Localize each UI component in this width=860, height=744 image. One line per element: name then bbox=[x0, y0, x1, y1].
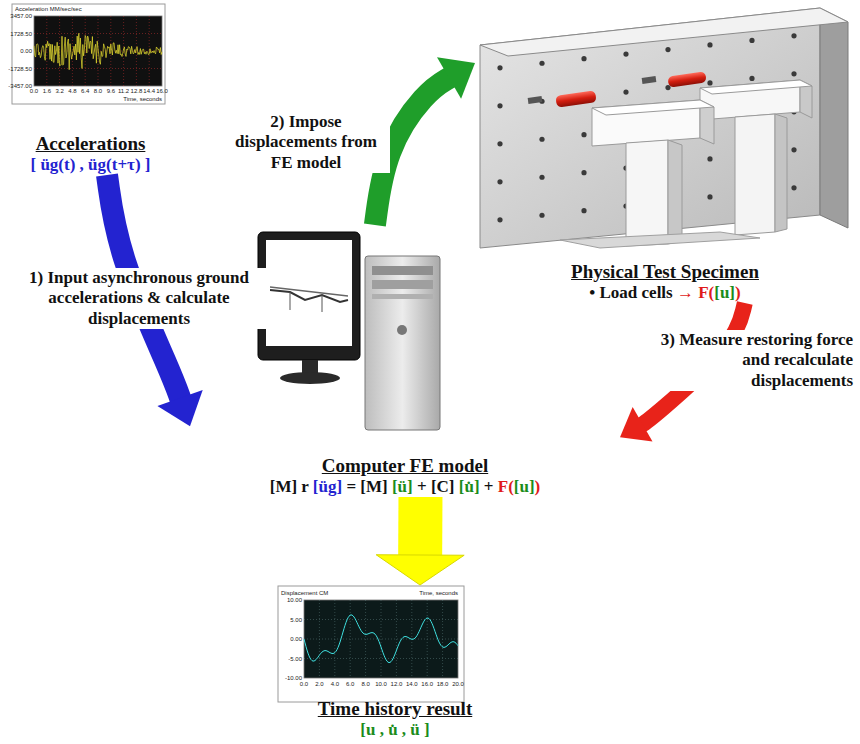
tick-label: 8.0 bbox=[361, 681, 369, 687]
tick-label: 4.0 bbox=[331, 681, 339, 687]
axis-title: Time, seconds bbox=[419, 590, 458, 596]
edge-label: 1) Input asynchronous ground acceleratio… bbox=[8, 268, 270, 329]
tick-label: 0.0 bbox=[30, 88, 38, 94]
tick-label: 4.8 bbox=[68, 88, 76, 94]
result-panel: Time history result[u , u̇ , ü ] bbox=[270, 585, 520, 740]
tick-label: 18.0 bbox=[437, 681, 449, 687]
tick-label: 10.00 bbox=[287, 597, 302, 603]
tick-label: -3457.00 bbox=[8, 83, 32, 89]
tick-label: 8.0 bbox=[94, 88, 102, 94]
node-formula: • Load cells → F([u]) bbox=[589, 283, 740, 303]
computer-node: Computer FE model[M] r [üg] = [M] [ü] + … bbox=[190, 225, 620, 497]
node-heading: Physical Test Specimen bbox=[571, 261, 759, 283]
arrow-head bbox=[376, 555, 464, 585]
arrow-shaft bbox=[398, 497, 442, 557]
arrow-head bbox=[620, 407, 652, 442]
result-arrow bbox=[376, 497, 464, 585]
tick-label: 16.0 bbox=[156, 88, 168, 94]
node-formula: [M] r [üg] = [M] [ü] + [C] [u̇] + F([u]) bbox=[270, 477, 541, 497]
node-heading: Computer FE model bbox=[322, 455, 488, 477]
tick-label: 0.0 bbox=[300, 681, 308, 687]
arrow-head bbox=[157, 390, 202, 426]
displacement-chart bbox=[278, 586, 464, 702]
node-heading: Accelerations bbox=[36, 133, 146, 155]
tick-label: 1728.50 bbox=[10, 31, 32, 37]
tick-label: 2.0 bbox=[315, 681, 323, 687]
tick-label: 6.0 bbox=[346, 681, 354, 687]
tick-label: 0.00 bbox=[290, 636, 302, 642]
node-formula: [u , u̇ , ü ] bbox=[360, 720, 429, 740]
specimen-panel: Physical Test Specimen• Load cells → F([… bbox=[475, 3, 855, 303]
tick-label: 3.2 bbox=[55, 88, 63, 94]
axis-title: Time, seconds bbox=[123, 96, 162, 102]
edge-label: 2) Impose displacements from FE model bbox=[222, 112, 390, 173]
tick-label: 16.0 bbox=[421, 681, 433, 687]
tick-label: -5.00 bbox=[288, 656, 302, 662]
tick-label: 3457.00 bbox=[10, 13, 32, 19]
tick-label: 12.0 bbox=[391, 681, 403, 687]
actuator bbox=[528, 71, 707, 107]
tick-label: 9.6 bbox=[107, 88, 115, 94]
tick-label: 14.0 bbox=[406, 681, 418, 687]
tick-label: 1.6 bbox=[43, 88, 51, 94]
computer-icon bbox=[258, 232, 440, 430]
acceleration-chart bbox=[12, 4, 165, 104]
arrow-head bbox=[437, 57, 475, 99]
tick-label: 11.2 bbox=[118, 88, 129, 94]
chart-title: Acceleration MM/sec/sec bbox=[15, 6, 82, 12]
tick-label: 6.4 bbox=[81, 88, 89, 94]
tick-label: 12.8 bbox=[131, 88, 143, 94]
reaction-wall bbox=[480, 8, 848, 248]
tick-label: 0.00 bbox=[20, 48, 32, 54]
chart-title: Displacement CM bbox=[281, 590, 328, 596]
tick-label: 5.00 bbox=[290, 617, 302, 623]
node-heading: Time history result bbox=[318, 698, 472, 720]
tick-label: 10.0 bbox=[375, 681, 387, 687]
tick-label: -10.00 bbox=[285, 675, 302, 681]
tick-label: -1728.50 bbox=[8, 66, 32, 72]
edge-label: 3) Measure restoring force and recalcula… bbox=[640, 330, 856, 391]
tick-label: 14.4 bbox=[143, 88, 155, 94]
node-formula: [ üg(t) , üg(t+τ) ] bbox=[31, 155, 151, 175]
bridge-pier-specimen bbox=[560, 80, 812, 248]
tick-label: 20.0 bbox=[452, 681, 464, 687]
